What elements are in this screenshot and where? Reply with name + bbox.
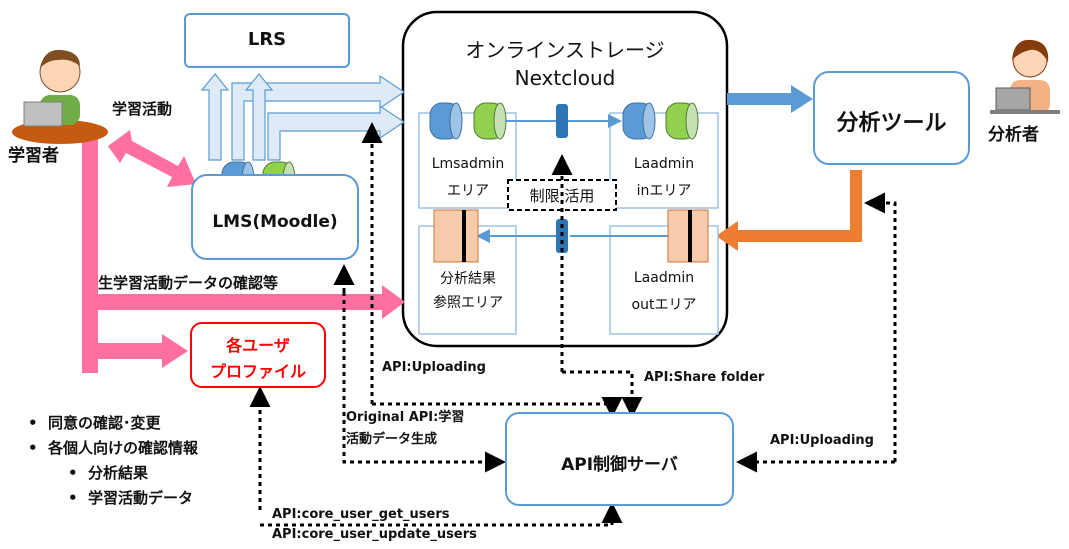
lmsadmin-area-label-2: エリア bbox=[447, 183, 489, 199]
storage-title: オンラインストレージ bbox=[465, 38, 665, 62]
storage-to-tool-arrow bbox=[727, 85, 813, 113]
analysis-tool-label: 分析ツール bbox=[836, 111, 947, 136]
lms-to-lrs-storage-arrows bbox=[200, 73, 406, 161]
original-api-label-2: 活動データ生成 bbox=[346, 428, 438, 447]
lmsadmin-area-label-1: Lmsadmin bbox=[431, 156, 505, 172]
result-peach-block bbox=[433, 209, 479, 263]
laadmin-in-area-label-1: Laadmin bbox=[633, 156, 695, 172]
learner-icon bbox=[12, 49, 108, 144]
lrs-node: LRS bbox=[184, 13, 350, 68]
api-share-folder-label: API:Share folder bbox=[644, 370, 765, 385]
bullet-sub-item-2-text: 学習活動データ bbox=[88, 489, 194, 507]
analyst-icon bbox=[990, 39, 1060, 114]
api-get-users-label: API:core_user_get_users bbox=[272, 507, 450, 522]
api-server-node: API制御サーバ bbox=[505, 412, 734, 506]
laadmin-in-area-label-2: inエリア bbox=[636, 183, 692, 199]
bullet-item-1: • 同意の確認･変更 bbox=[28, 414, 161, 432]
copy-flow-arrow bbox=[505, 104, 622, 138]
laadmin-out-area-label-1: Laadmin bbox=[633, 270, 695, 286]
result-area-label-2: 参照エリア bbox=[433, 295, 503, 311]
profile-label-line1: 各ユーザ bbox=[226, 336, 290, 355]
api-update-users-label: API:core_user_update_users bbox=[272, 527, 477, 542]
storage-subtitle: Nextcloud bbox=[514, 66, 616, 90]
profile-label-line2: プロファイル bbox=[209, 362, 306, 381]
raw-data-check-label: 生学習活動データの確認等 bbox=[98, 274, 279, 292]
lrs-label: LRS bbox=[247, 29, 287, 50]
lms-label: LMS(Moodle) bbox=[212, 212, 338, 232]
laadmin-in-cylinders bbox=[622, 102, 699, 140]
bullet-item-2: • 各個人向けの確認情報 bbox=[28, 439, 199, 457]
result-area-label-1: 分析結果 bbox=[440, 271, 496, 287]
learning-activity-label: 学習活動 bbox=[112, 100, 173, 118]
bullet-sub-item-1-text: 分析結果 bbox=[88, 464, 149, 482]
api-uploading-left-label: API:Uploading bbox=[382, 360, 486, 375]
bullet-sub-item-1: • 分析結果 bbox=[68, 464, 149, 482]
limited-use-label: 制限 活用 bbox=[529, 187, 595, 205]
bullet-sub-item-2: • 学習活動データ bbox=[68, 489, 194, 507]
learner-data-arrows bbox=[82, 130, 405, 373]
lms-node: LMS(Moodle) bbox=[191, 174, 359, 260]
analysis-tool-node: 分析ツール bbox=[813, 71, 970, 165]
dotted-api-connectors bbox=[249, 122, 897, 527]
original-api-label-1: Original API:学習 bbox=[346, 406, 465, 425]
api-server-label: API制御サーバ bbox=[561, 455, 678, 475]
laadmin-out-peach-block bbox=[667, 209, 709, 263]
profile-node: 各ユーザ プロファイル bbox=[190, 322, 326, 388]
analyst-label: 分析者 bbox=[988, 125, 1039, 145]
tool-to-laadmin-out-arrow bbox=[716, 170, 862, 251]
lmsadmin-cylinders bbox=[429, 102, 507, 140]
bullet-item-2-text: 各個人向けの確認情報 bbox=[48, 439, 199, 457]
bullet-item-1-text: 同意の確認･変更 bbox=[48, 414, 161, 432]
learner-label: 学習者 bbox=[8, 146, 59, 166]
laadmin-out-area-label-2: outエリア bbox=[631, 297, 697, 313]
api-uploading-right-label: API:Uploading bbox=[770, 433, 874, 448]
